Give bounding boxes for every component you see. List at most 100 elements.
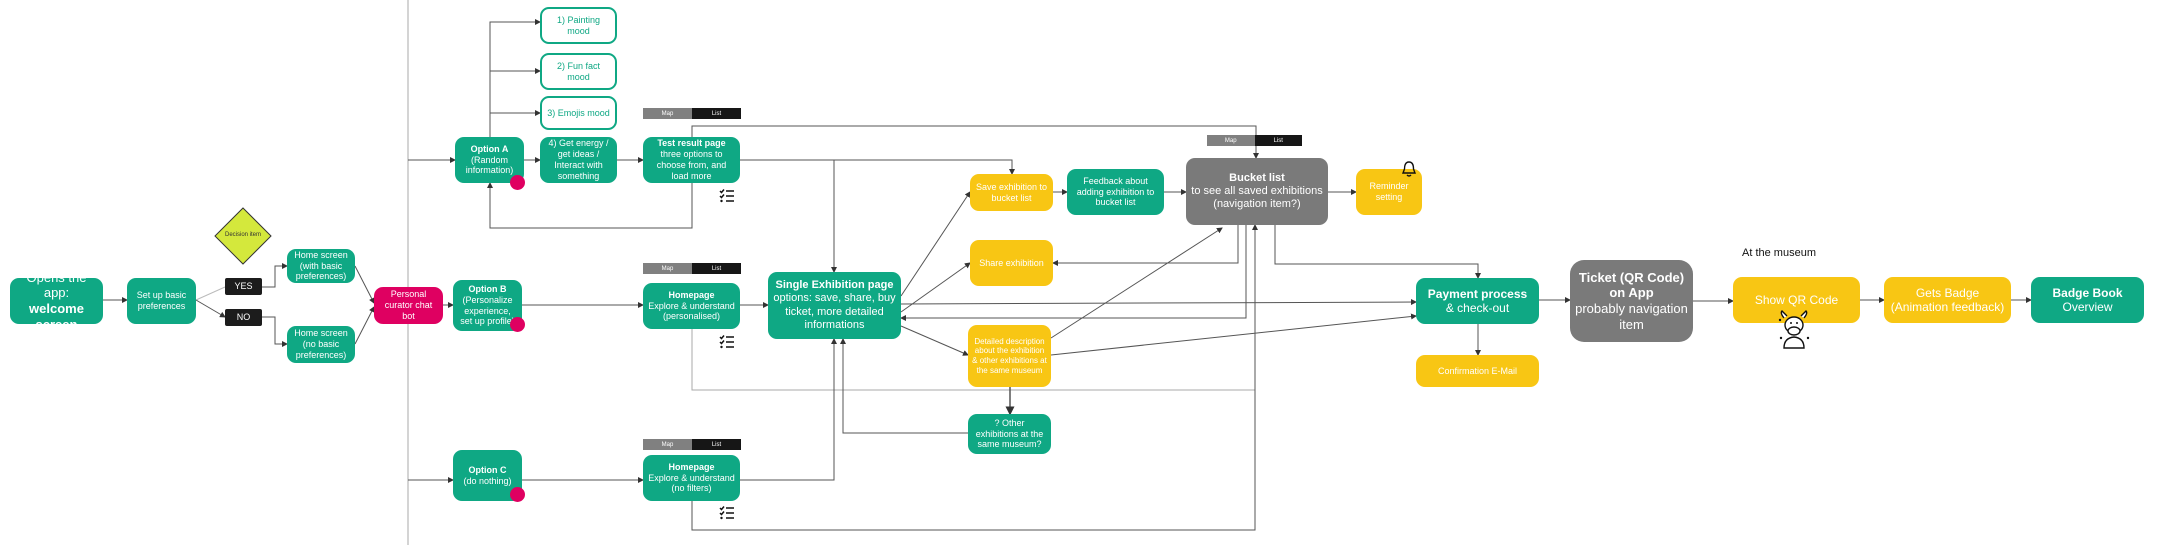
other-exhibitions-node[interactable]: ? Other exhibitions at the same museum? (968, 414, 1051, 454)
checklist-icon (719, 189, 734, 203)
test-result-sub: three options to choose from, and load m… (656, 149, 727, 181)
payment-line2: & check-out (1445, 301, 1510, 315)
home-screen-with-prefs[interactable]: Home screen (with basic preferences) (287, 249, 355, 283)
option-b-marker-icon (510, 317, 525, 332)
decision-diamond (214, 207, 272, 265)
welcome-line2: welcome screen (29, 301, 84, 332)
option-b-title: Option B (468, 283, 507, 294)
yes-label: YES (225, 278, 262, 295)
homepage-b-sub: Explore & understand (personalised) (648, 300, 735, 322)
edge (1050, 227, 1223, 339)
list-tab[interactable]: List (692, 108, 741, 119)
edge (691, 224, 1258, 531)
no-label: NO (225, 309, 262, 326)
homepage-personalised-node[interactable]: Homepage Explore & understand (personali… (643, 283, 740, 329)
payment-line1: Payment process (1427, 286, 1528, 301)
map-tab[interactable]: Map (1207, 135, 1255, 146)
option-c-sub: (do nothing) (463, 475, 512, 486)
decision-label: Decision item (225, 232, 262, 239)
chatbot-node[interactable]: Personal curator chat bot (374, 287, 443, 324)
ticket-node[interactable]: Ticket (QR Code) on App probably navigat… (1570, 260, 1693, 342)
bucket-list-title: Bucket list (1229, 171, 1285, 184)
checklist-icon (719, 335, 734, 349)
welcome-node[interactable]: Opens the app: welcome screen (10, 270, 103, 332)
payment-node[interactable]: Payment process & check-out (1416, 278, 1539, 324)
homepage-no-filters-node[interactable]: Homepage Explore & understand (no filter… (643, 455, 740, 501)
map-tab[interactable]: Map (643, 108, 692, 119)
edge (900, 262, 971, 313)
bell-icon (1401, 161, 1417, 177)
homepage-c-sub: Explore & understand (no filters) (648, 472, 735, 494)
edge (900, 191, 971, 297)
home-screen-no-prefs[interactable]: Home screen (no basic preferences) (287, 326, 355, 363)
option-a-marker-icon (510, 175, 525, 190)
energy-node[interactable]: 4) Get energy / get ideas / Interact wit… (540, 137, 617, 183)
option-a-sub: (Random information) (465, 154, 514, 176)
reminder-setting-node[interactable]: Reminder setting (1356, 169, 1422, 215)
list-tab[interactable]: List (1254, 135, 1302, 146)
fun-fact-mood-node[interactable]: 2) Fun fact mood (540, 53, 617, 90)
list-tab[interactable]: List (692, 439, 741, 450)
single-exhibition-node[interactable]: Single Exhibition page options: save, sh… (768, 272, 901, 339)
gets-badge-sub: (Animation feedback) (1890, 300, 2005, 314)
edge (900, 225, 1247, 321)
detailed-description-node[interactable]: Detailed description about the exhibitio… (968, 325, 1051, 387)
option-c-title: Option C (468, 464, 507, 475)
edge (354, 306, 375, 345)
feedback-node[interactable]: Feedback about adding exhibition to buck… (1067, 169, 1164, 215)
edge (691, 125, 1259, 159)
checklist-icon (719, 506, 734, 520)
share-exhibition-node[interactable]: Share exhibition (970, 240, 1053, 286)
ticket-sub: probably navigation item (1575, 301, 1688, 332)
save-exhibition-node[interactable]: Save exhibition to bucket list (970, 174, 1053, 211)
test-result-node[interactable]: Test result page three options to choose… (643, 137, 740, 183)
cow-mascot-icon (1778, 310, 1810, 349)
setup-node[interactable]: Set up basic preferences (127, 278, 196, 324)
gets-badge-node[interactable]: Gets Badge (Animation feedback) (1884, 277, 2011, 323)
badge-book-sub: Overview (2062, 300, 2113, 314)
badge-book-title: Badge Book (2052, 285, 2123, 300)
edge (900, 299, 1417, 306)
edge (900, 325, 969, 356)
option-a-title: Option A (470, 143, 509, 154)
bucket-list-sub: to see all saved exhibitions (navigation… (1191, 184, 1323, 211)
edge (740, 338, 837, 481)
edge (487, 182, 693, 229)
single-exhibition-title: Single Exhibition page (775, 279, 894, 292)
test-result-title: Test result page (657, 138, 726, 149)
edge (740, 159, 837, 273)
map-tab[interactable]: Map (643, 439, 692, 450)
single-exhibition-sub: options: save, share, buy ticket, more d… (773, 292, 896, 331)
edge (195, 299, 226, 318)
gets-badge-title: Gets Badge (1915, 285, 1980, 300)
edge (840, 338, 968, 434)
edge (262, 316, 288, 347)
homepage-c-title: Homepage (668, 461, 715, 472)
edge (489, 19, 541, 137)
show-qr-code-node[interactable]: Show QR Code (1733, 277, 1860, 323)
welcome-line1: Opens the app: (26, 269, 87, 301)
edge (195, 286, 226, 301)
painting-mood-node[interactable]: 1) Painting mood (540, 7, 617, 44)
edge (834, 159, 1015, 175)
option-b-sub: (Personalize experience, set up profile) (460, 294, 515, 327)
option-c-marker-icon (510, 487, 525, 502)
edge (354, 265, 375, 304)
confirmation-email-node[interactable]: Confirmation E-Mail (1416, 355, 1539, 387)
edge (1050, 313, 1417, 356)
edge (691, 329, 1255, 391)
at-museum-label: At the museum (1742, 247, 1816, 259)
list-tab[interactable]: List (692, 263, 741, 274)
edge (1052, 225, 1239, 266)
map-tab[interactable]: Map (643, 263, 692, 274)
emojis-mood-node[interactable]: 3) Emojis mood (540, 96, 617, 130)
homepage-b-title: Homepage (668, 289, 715, 300)
badge-book-node[interactable]: Badge Book Overview (2031, 277, 2144, 323)
edge (1274, 225, 1481, 279)
bucket-list-node[interactable]: Bucket list to see all saved exhibitions… (1186, 158, 1328, 225)
